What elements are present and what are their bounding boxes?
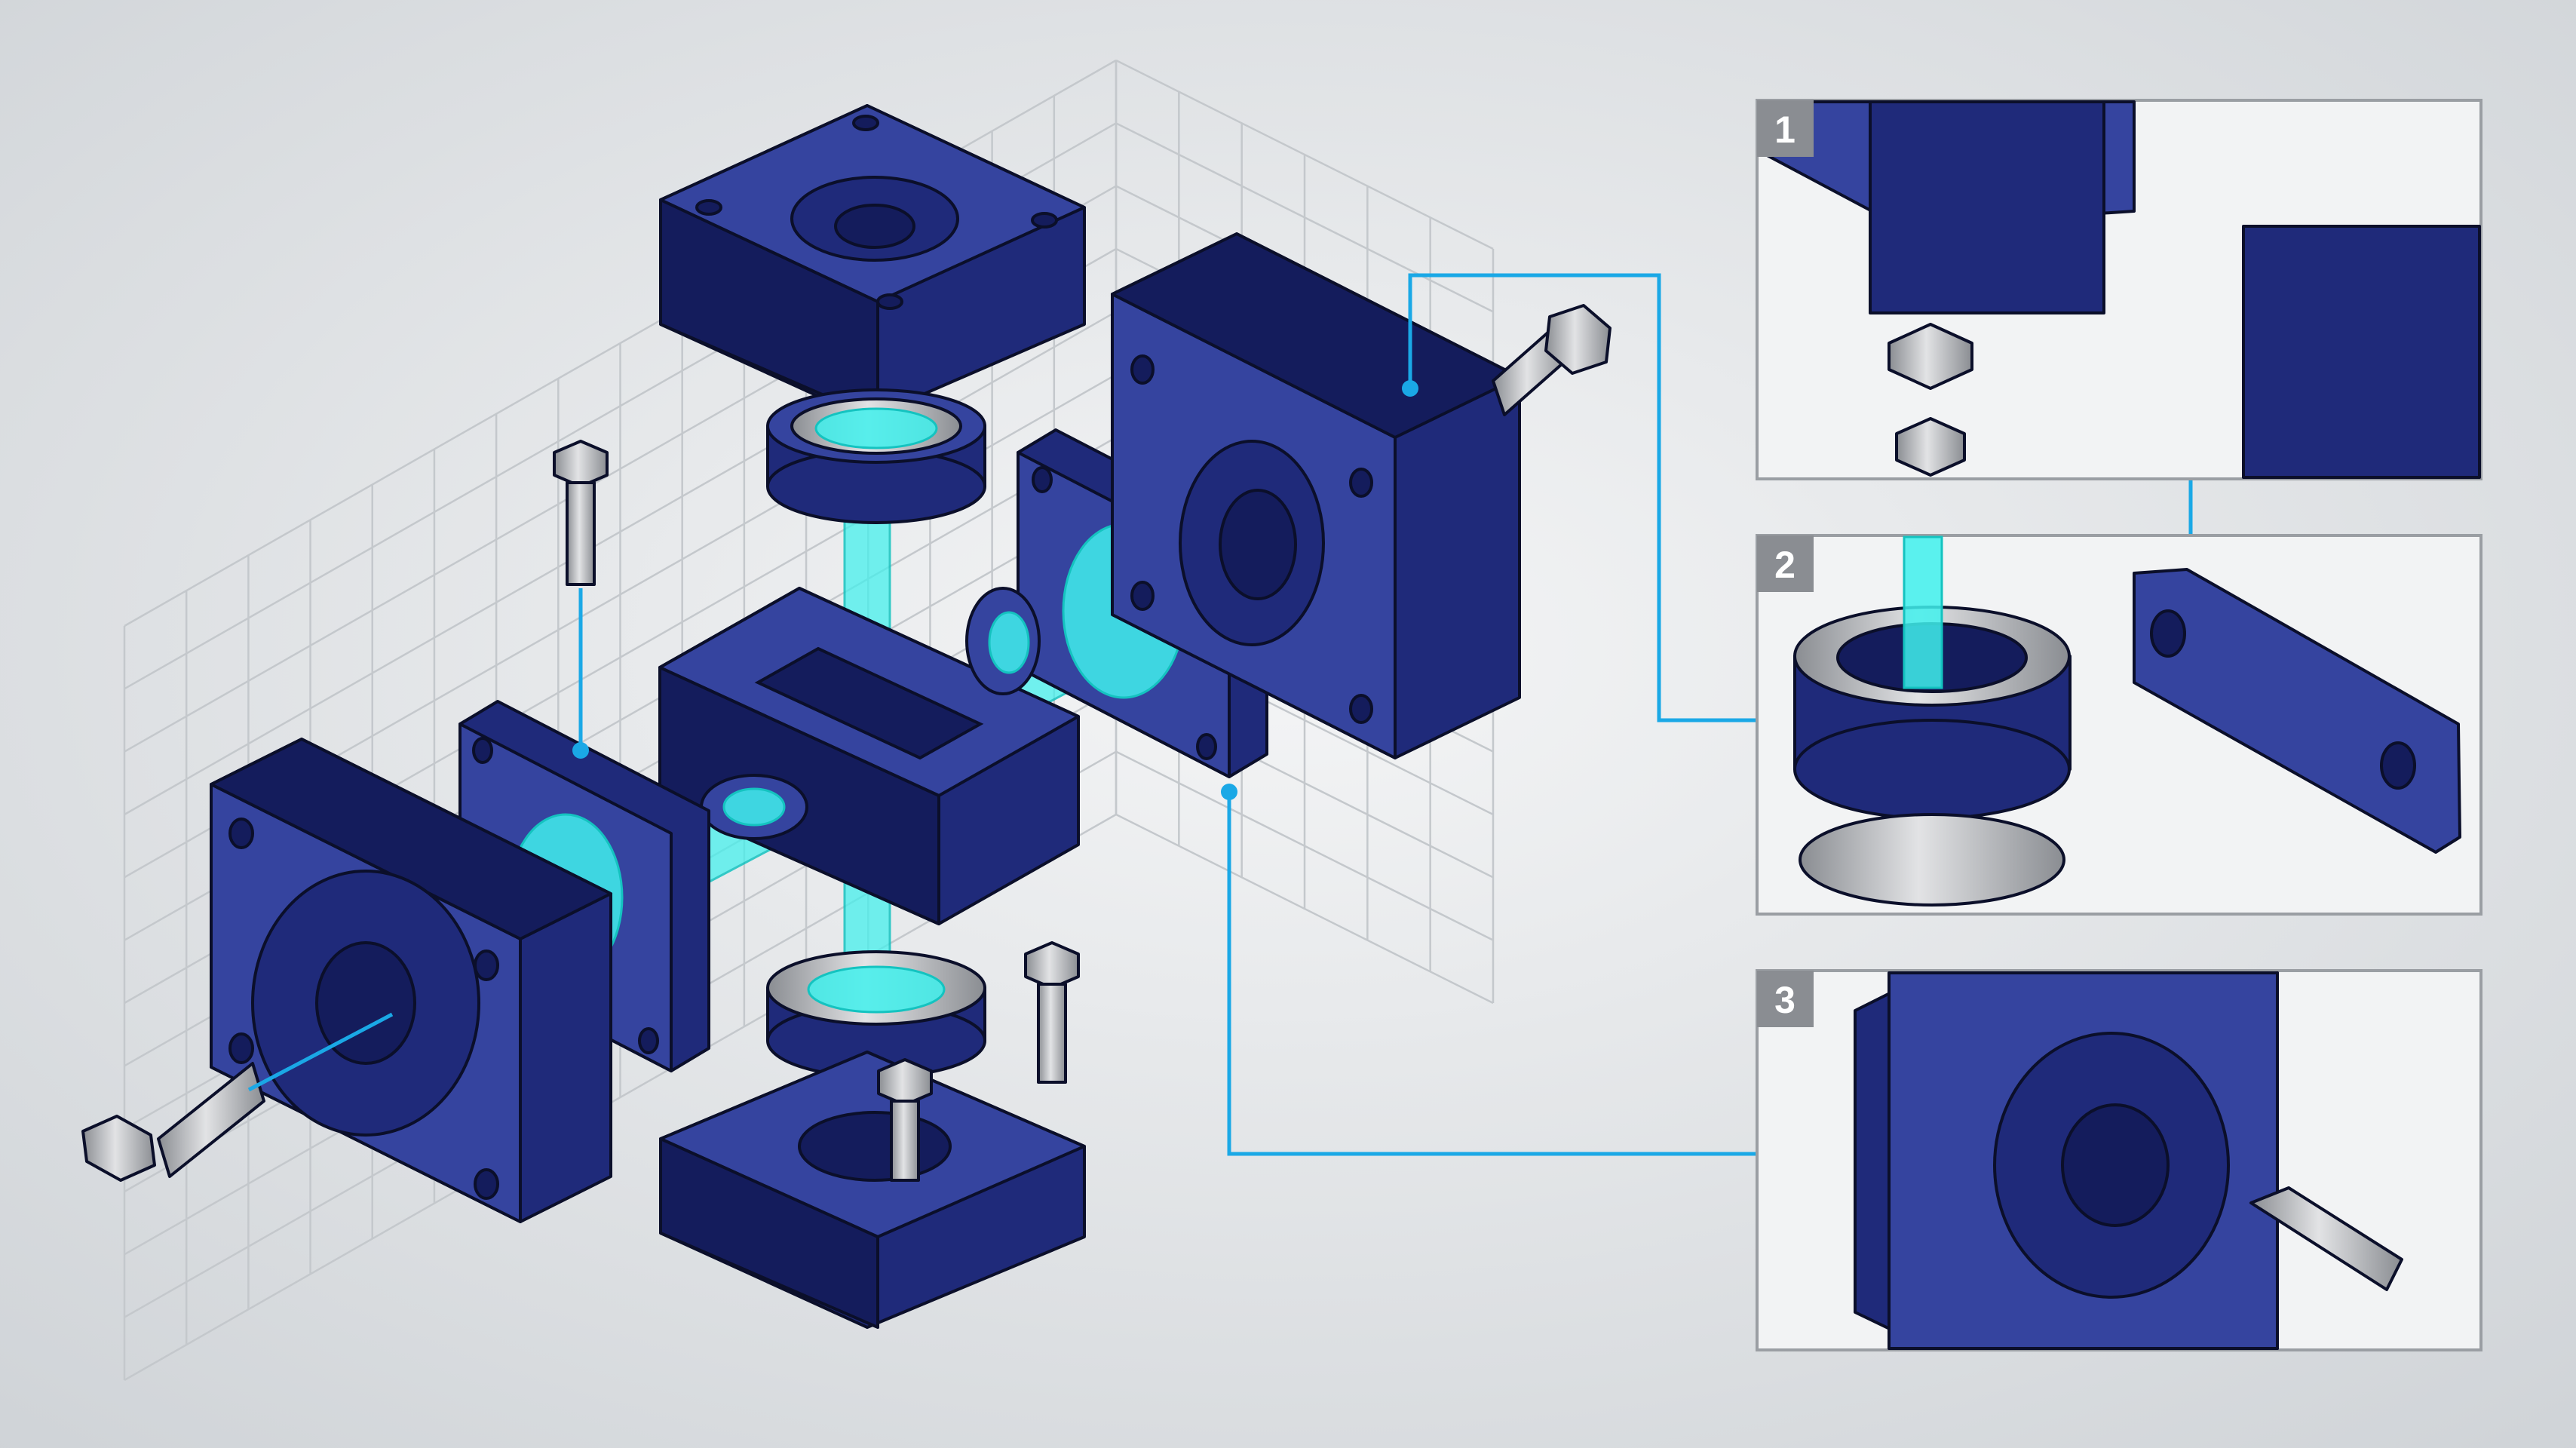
right-flange-block [1111, 232, 1521, 759]
mount-hole [852, 115, 879, 131]
flange-hole [1130, 354, 1155, 385]
clamp-bracket [2133, 568, 2461, 854]
left-flange-mount [210, 738, 612, 1223]
screw-right-vertical [1024, 941, 1080, 1084]
screw-bottom-vertical [877, 1058, 933, 1182]
screw-left-vertical [553, 440, 609, 586]
detail-number-badge [1757, 535, 1814, 592]
small-bearing-ring [965, 587, 1041, 695]
detail-number-badge [1757, 100, 1814, 157]
leader-line-center-housing [1227, 792, 1893, 1156]
detail-number: 3 [1774, 979, 1796, 1021]
grid-line [1115, 750, 1494, 941]
mount-hole [876, 293, 903, 310]
detail-panel-3: 3 [1756, 969, 2482, 1351]
detail-number-badge [1757, 971, 1814, 1027]
bolt-left [81, 1062, 265, 1182]
flange-hole [474, 949, 499, 981]
detail-panel-1: 1 [1756, 99, 2482, 480]
grid-line [1115, 813, 1494, 1005]
flange-hole [474, 1168, 499, 1200]
grid-line [1115, 59, 1494, 250]
leader-line-top-plate [1408, 273, 1757, 722]
mount-hole [695, 199, 722, 216]
detail-number: 1 [1774, 109, 1796, 151]
leader-line-left-bolt [247, 1012, 394, 1092]
mount-hole [1031, 212, 1058, 229]
flange-hole [1349, 468, 1373, 498]
bolt-right [1492, 304, 1612, 416]
flange-hole [1130, 581, 1155, 611]
bottom-bearing [766, 950, 986, 1078]
grid-line [1115, 122, 1494, 313]
detail-number: 2 [1774, 544, 1796, 586]
top-bearing [766, 388, 986, 524]
flange-hole [228, 818, 254, 849]
top-mount-plate [659, 104, 1086, 420]
flange-hole [1349, 694, 1373, 724]
flange-hole [228, 1032, 254, 1064]
detail-panel-2: 2 [1756, 534, 2482, 916]
